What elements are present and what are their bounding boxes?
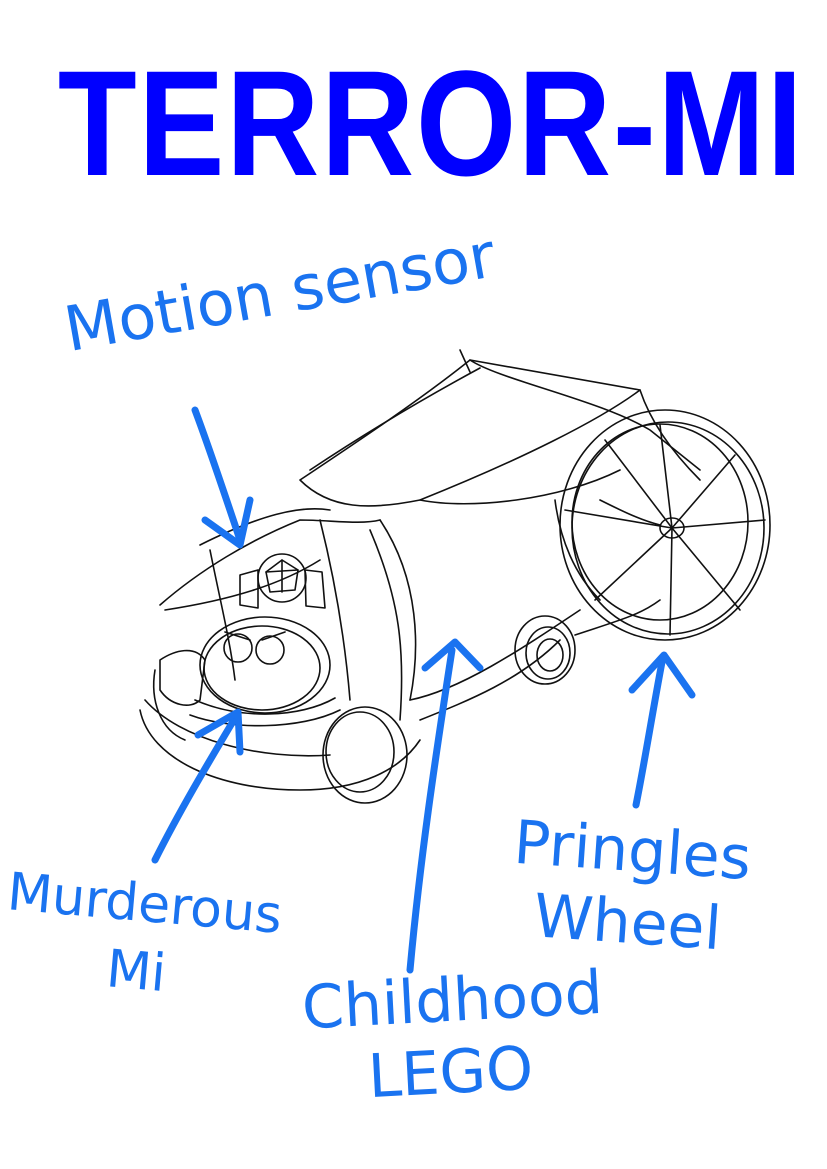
label-childhood-line1: Childhood	[300, 957, 605, 1044]
arrow-pringles-wheel	[628, 651, 696, 809]
arrow-childhood-lego	[406, 638, 484, 974]
label-pringles-wheel: Pringles Wheel	[460, 803, 799, 970]
arrow-motion-sensor	[191, 406, 254, 549]
arrow-murderous-mi	[151, 708, 244, 864]
vehicle-body-sketch	[139, 349, 771, 804]
poster-title: TERROR-MI	[57, 39, 805, 207]
label-childhood-line2: LEGO	[366, 1033, 535, 1113]
label-murderous-mi: Murderous Mi	[0, 858, 285, 1017]
label-childhood-lego: Childhood LEGO	[300, 957, 605, 1116]
